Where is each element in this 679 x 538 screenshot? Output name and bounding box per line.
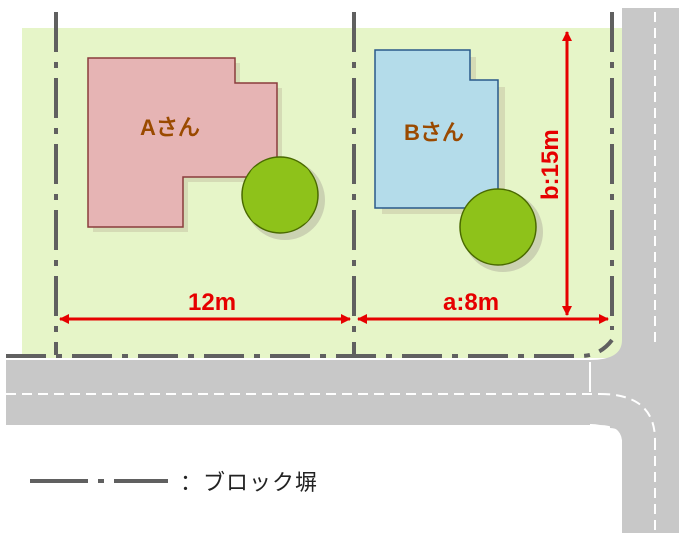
tree-b bbox=[459, 188, 543, 272]
tree-a bbox=[241, 156, 325, 240]
dimension-label-12m: 12m bbox=[188, 289, 236, 316]
road bbox=[6, 8, 679, 533]
house-b-label: Bさん bbox=[404, 120, 464, 145]
dimension-label-15m: b:15m bbox=[537, 129, 564, 200]
house-b bbox=[374, 49, 505, 214]
wall-front bbox=[6, 338, 614, 358]
road-corner-line bbox=[599, 393, 656, 441]
road-curb bbox=[589, 362, 613, 441]
legend-text: ：ブロック塀 bbox=[180, 471, 319, 496]
house-a bbox=[87, 57, 282, 232]
side-road bbox=[610, 8, 679, 533]
dimensions bbox=[59, 31, 609, 324]
dimension-label-8m: a:8m bbox=[443, 289, 499, 316]
block-walls bbox=[6, 12, 614, 358]
legend: ：ブロック塀 bbox=[28, 466, 318, 496]
front-road bbox=[6, 340, 622, 440]
house-a-label: Aさん bbox=[140, 115, 200, 140]
block-wall-legend-symbol bbox=[30, 479, 168, 483]
